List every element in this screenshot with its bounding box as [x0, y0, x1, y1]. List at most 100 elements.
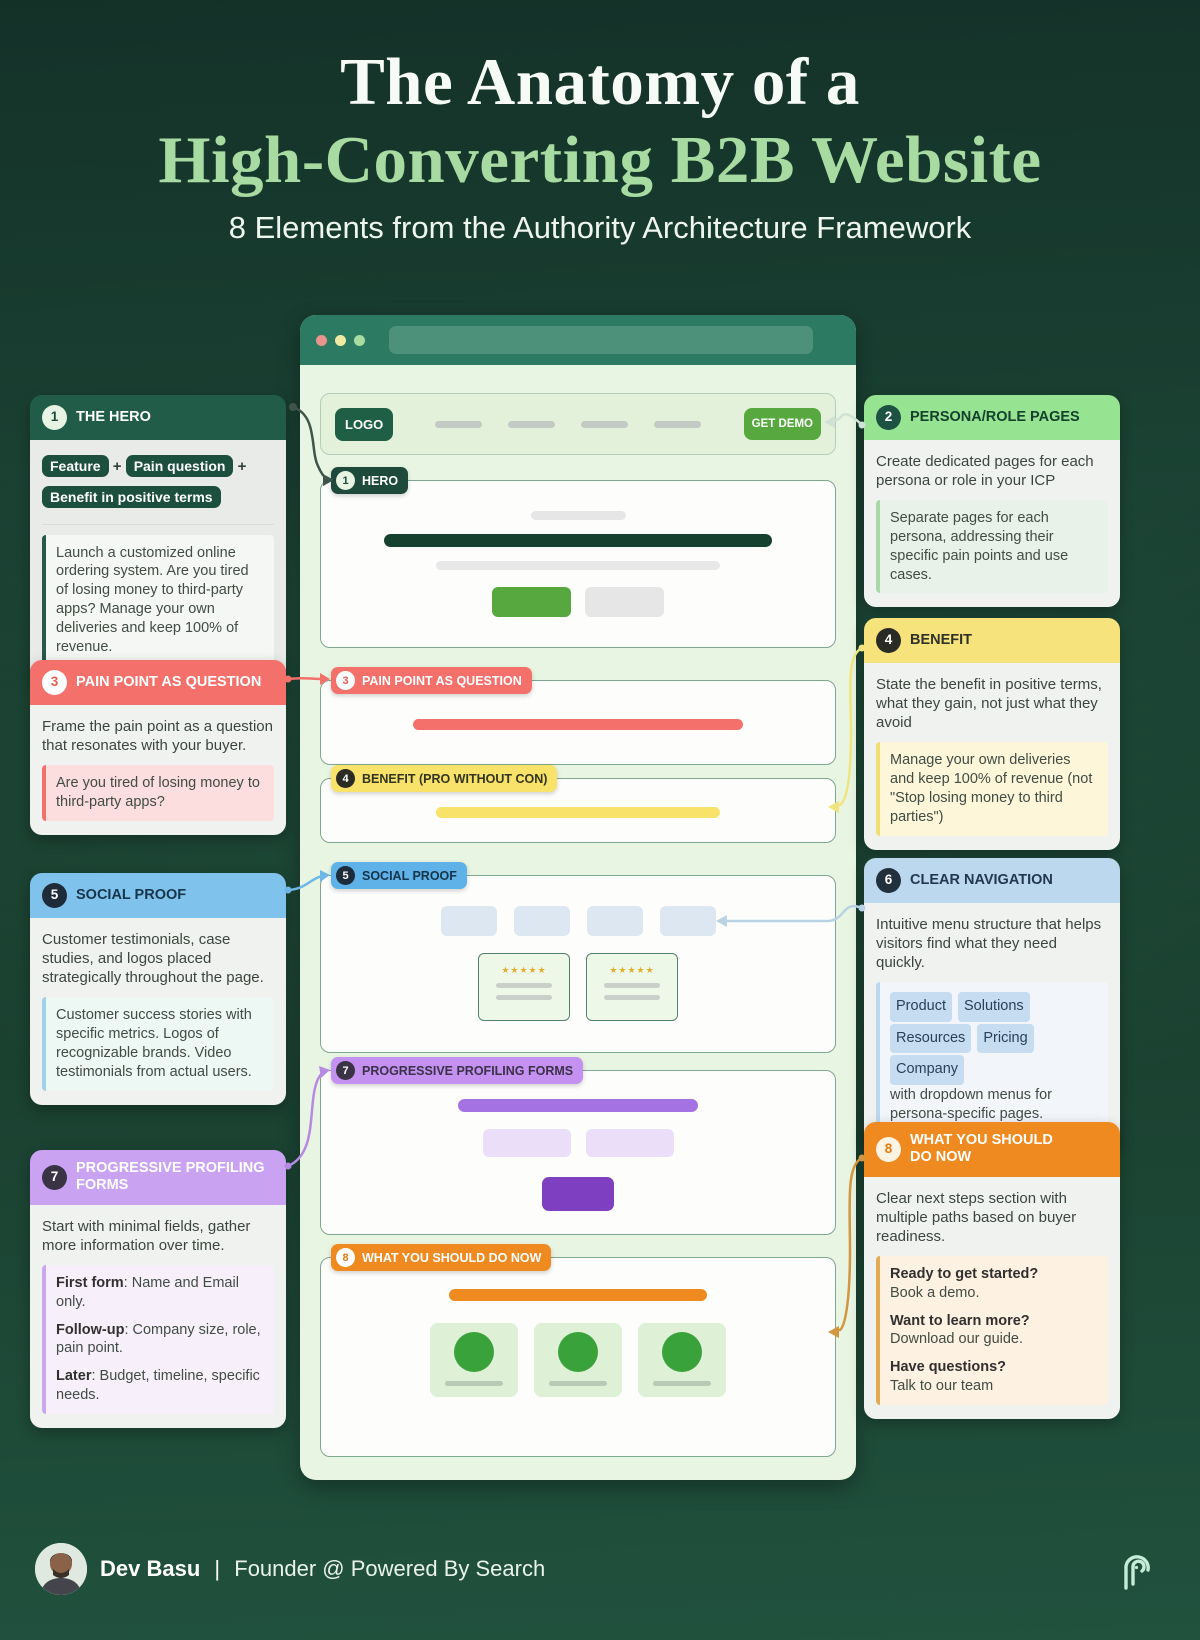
nav-pills: Product Solutions Resources Pricing Comp… [890, 991, 1098, 1086]
callout-header: 5 SOCIAL PROOF [30, 873, 286, 918]
testimonials-row: ★★★★★ ★★★★★ [478, 953, 678, 1021]
quote-text: : Company size, role, pain point. [56, 1321, 261, 1357]
powered-by-search-logo-icon [1108, 1540, 1166, 1603]
number-badge: 8 [876, 1136, 901, 1162]
example-quote: Launch a customized online ordering syst… [42, 534, 274, 666]
cta-path-card [430, 1323, 518, 1397]
quote-label: Ready to get started? [890, 1265, 1039, 1282]
avatar-illustration [35, 1543, 87, 1595]
quote-text: : Budget, timeline, specific needs. [56, 1368, 260, 1404]
hero-secondary-button-placeholder [585, 587, 664, 617]
nav-pill: Solutions [958, 992, 1030, 1022]
get-demo-button: GET DEMO [743, 408, 821, 440]
pain-label-text: PAIN POINT AS QUESTION [362, 673, 522, 688]
callout-the-hero: 1 THE HERO Feature + Pain question + Ben… [30, 395, 286, 680]
example-quote: Product Solutions Resources Pricing Comp… [876, 982, 1108, 1133]
author-credit: Dev Basu | Founder @ Powered By Search [100, 1556, 545, 1582]
star-rating-icon: ★★★★★ [501, 965, 547, 975]
callout-body: Feature + Pain question + Benefit in pos… [30, 440, 286, 680]
hero-label-text: HERO [362, 473, 399, 488]
benefit-number-badge: 4 [336, 769, 355, 788]
cta-path-line-placeholder [653, 1381, 711, 1386]
callout-title: PERSONA/ROLE PAGES [910, 408, 1080, 425]
hero-section-label: 1 HERO [331, 467, 409, 494]
cta-path-card [534, 1323, 622, 1397]
callout-title: SOCIAL PROOF [76, 886, 187, 903]
social-label-text: SOCIAL PROOF [362, 868, 457, 883]
page-title-line2: High-Converting B2B Website [158, 123, 1042, 197]
quote-line: Want to learn more? Download our guide. [890, 1312, 1098, 1350]
callout-header: 7 PROGRESSIVE PROFILING FORMS [30, 1150, 286, 1205]
credit-separator: | [214, 1556, 221, 1581]
callout-title: BENEFIT [910, 631, 973, 648]
client-logo-placeholder [513, 906, 570, 936]
client-logo-placeholder [586, 906, 643, 936]
url-bar [389, 326, 813, 354]
benefit-label-text: BENEFIT (PRO WITHOUT CON) [362, 771, 548, 786]
divider [42, 523, 274, 525]
number-badge: 5 [42, 883, 67, 908]
quote-label: Have questions? [890, 1359, 1007, 1376]
callout-benefit: 4 BENEFIT State the benefit in positive … [864, 618, 1120, 850]
mock-benefit-section: 4 BENEFIT (PRO WITHOUT CON) [320, 765, 836, 843]
testimonial-line-placeholder [496, 983, 552, 988]
nav-link-placeholder [581, 420, 629, 428]
author-role: Founder @ Powered By Search [234, 1556, 546, 1581]
number-badge: 7 [42, 1164, 67, 1190]
quote-line: Have questions? Talk to our team [890, 1358, 1098, 1396]
formula-tag: Feature [42, 455, 109, 477]
callout-title: CLEAR NAVIGATION [910, 871, 1053, 888]
hero-primary-button-placeholder [492, 587, 571, 617]
example-quote: Manage your own deliveries and keep 100%… [876, 742, 1108, 836]
quote-text: Download our guide. [890, 1331, 1024, 1348]
forms-label-text: PROGRESSIVE PROFILING FORMS [362, 1063, 574, 1078]
quote-label: Follow-up [56, 1321, 125, 1338]
browser-titlebar [300, 315, 856, 365]
pain-section-label: 3 PAIN POINT AS QUESTION [331, 667, 532, 694]
nav-link-placeholder [435, 420, 483, 428]
callout-body: State the benefit in positive terms, wha… [864, 663, 1120, 850]
quote-text: Talk to our team [890, 1378, 994, 1395]
form-submit-button-placeholder [542, 1177, 614, 1211]
quote-text: with dropdown menus for persona-specific… [890, 1086, 1052, 1122]
callout-title: PROGRESSIVE PROFILING FORMS [76, 1160, 265, 1194]
page-subtitle: 8 Elements from the Authority Architectu… [228, 210, 972, 245]
callout-what-to-do-now: 8 WHAT YOU SHOULD DO NOW Clear next step… [864, 1122, 1120, 1419]
form-input-placeholder [482, 1129, 571, 1157]
cta-paths-row [430, 1323, 726, 1397]
hero-number-badge: 1 [336, 471, 355, 490]
nav-pill: Pricing [977, 1023, 1034, 1054]
callout-body: Customer testimonials, case studies, and… [30, 918, 286, 1105]
nav-link-placeholder [508, 420, 556, 428]
hero-headline-placeholder [384, 534, 772, 547]
callout-title: PAIN POINT AS QUESTION [76, 673, 262, 690]
mock-pain-section: 3 PAIN POINT AS QUESTION [320, 667, 836, 765]
form-title-placeholder [458, 1099, 698, 1112]
mock-nav-links [393, 420, 743, 428]
forms-section-label: 7 PROGRESSIVE PROFILING FORMS [331, 1057, 584, 1084]
formula-tag: Pain question [125, 455, 234, 477]
example-quote: Separate pages for each persona, address… [876, 500, 1108, 594]
mock-social-section: 5 SOCIAL PROOF ★★★★★ ★★★★★ [320, 862, 836, 1053]
plus-sign: + [112, 458, 122, 475]
hero-subtext-placeholder [436, 561, 720, 570]
testimonial-card: ★★★★★ [586, 953, 678, 1021]
callout-description: Customer testimonials, case studies, and… [42, 931, 264, 987]
callout-header: 6 CLEAR NAVIGATION [864, 858, 1120, 903]
pain-number-badge: 3 [336, 671, 355, 690]
callout-description: Start with minimal fields, gather more i… [42, 1217, 251, 1254]
author-avatar [35, 1543, 87, 1595]
hero-buttons [492, 587, 664, 617]
mock-logo: LOGO [335, 407, 394, 441]
window-maximize-dot-icon [354, 334, 365, 346]
cta-path-icon [558, 1332, 598, 1372]
client-logo-placeholder [440, 906, 497, 936]
cta-path-icon [662, 1332, 702, 1372]
example-quote: Ready to get started? Book a demo. Want … [876, 1255, 1108, 1405]
testimonial-line-placeholder [496, 995, 552, 1000]
forms-number-badge: 7 [336, 1061, 355, 1080]
callout-clear-navigation: 6 CLEAR NAVIGATION Intuitive menu struct… [864, 858, 1120, 1147]
callout-body: Start with minimal fields, gather more i… [30, 1204, 286, 1428]
callout-description: Frame the pain point as a question that … [42, 718, 273, 755]
